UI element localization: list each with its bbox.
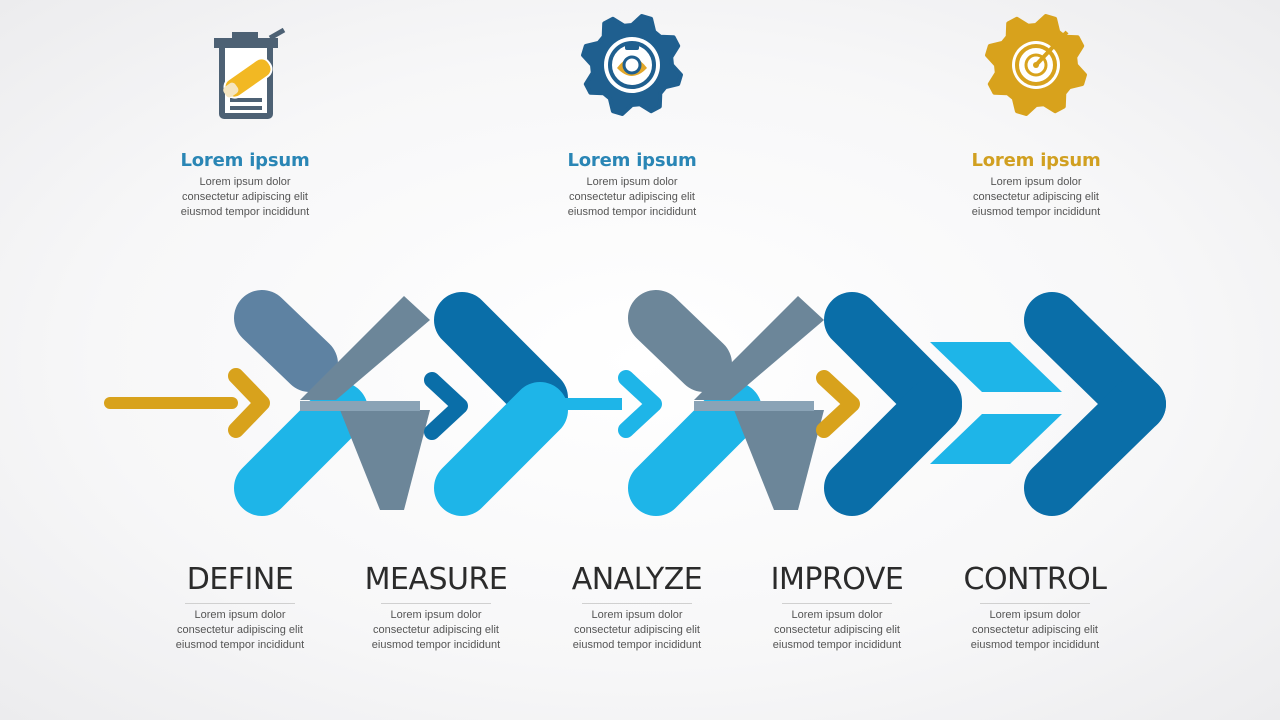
parallelogram-lower — [930, 414, 1062, 464]
stage-improve: IMPROVE Lorem ipsum dolor consectetur ad… — [737, 562, 937, 653]
stage-description: Lorem ipsum dolor consectetur adipiscing… — [935, 608, 1135, 653]
chevron-arm-upper — [234, 290, 338, 392]
lead-in-chevron — [228, 368, 270, 438]
description-line: consectetur adipiscing elit — [177, 624, 303, 636]
chevron-arm-upper — [628, 290, 732, 392]
description-line: eiusmod tempor incididunt — [970, 639, 1100, 651]
description-line: Lorem ipsum dolor — [990, 176, 1082, 188]
chevron-arm-lower — [234, 382, 368, 516]
diamond-shape — [340, 410, 430, 510]
gear-magnifier-icon — [581, 14, 683, 116]
top-item-1: Lorem ipsum Lorem ipsum dolor consectetu… — [125, 10, 365, 220]
description-line: eiusmod tempor incididunt — [371, 639, 501, 651]
description-line: eiusmod tempor incididunt — [180, 206, 310, 218]
clipboard-pencil-icon — [214, 27, 286, 119]
description-line: Lorem ipsum dolor — [390, 609, 482, 621]
inner-chevron — [424, 372, 468, 440]
stage-label: MEASURE — [364, 562, 508, 597]
divider — [582, 603, 692, 604]
top-item-title: Lorem ipsum — [180, 150, 310, 171]
description-line: consectetur adipiscing elit — [973, 191, 1099, 203]
description-line: eiusmod tempor incididunt — [971, 206, 1101, 218]
stage-measure: MEASURE Lorem ipsum dolor consectetur ad… — [336, 562, 536, 653]
final-chevron-lower — [1024, 376, 1166, 516]
description-line: consectetur adipiscing elit — [774, 624, 900, 636]
description-line: consectetur adipiscing elit — [574, 624, 700, 636]
stage-description: Lorem ipsum dolor consectetur adipiscing… — [140, 608, 340, 653]
chevron-arm-lower — [434, 382, 568, 516]
description-line: Lorem ipsum dolor — [591, 609, 683, 621]
description-line: consectetur adipiscing elit — [972, 624, 1098, 636]
description-line: Lorem ipsum dolor — [989, 609, 1081, 621]
description-line: Lorem ipsum dolor — [586, 176, 678, 188]
top-item-3: Lorem ipsum Lorem ipsum dolor consectetu… — [916, 10, 1156, 220]
diamond-shape — [734, 410, 824, 510]
parallelogram-upper — [930, 342, 1062, 392]
divider — [980, 603, 1090, 604]
description-line: eiusmod tempor incididunt — [567, 206, 697, 218]
inner-chevron — [816, 370, 860, 438]
stage-description: Lorem ipsum dolor consectetur adipiscing… — [737, 608, 937, 653]
inner-chevron — [618, 370, 662, 438]
stage-label: IMPROVE — [770, 562, 904, 597]
top-item-description: Lorem ipsum dolor consectetur adipiscing… — [125, 175, 365, 220]
stage-description: Lorem ipsum dolor consectetur adipiscing… — [336, 608, 536, 653]
stage-label: ANALYZE — [571, 562, 703, 597]
diamond-shape — [300, 296, 430, 400]
chevron-arm-lower — [628, 382, 762, 516]
description-line: eiusmod tempor incididunt — [572, 639, 702, 651]
process-flow-arrows — [104, 290, 1166, 516]
description-line: Lorem ipsum dolor — [791, 609, 883, 621]
divider — [782, 603, 892, 604]
description-line: consectetur adipiscing elit — [373, 624, 499, 636]
top-item-2: Lorem ipsum Lorem ipsum dolor consectetu… — [512, 10, 752, 220]
stage-analyze: ANALYZE Lorem ipsum dolor consectetur ad… — [537, 562, 737, 653]
top-item-description: Lorem ipsum dolor consectetur adipiscing… — [916, 175, 1156, 220]
stage-label: CONTROL — [963, 562, 1108, 597]
description-line: consectetur adipiscing elit — [182, 191, 308, 203]
description-line: eiusmod tempor incididunt — [175, 639, 305, 651]
description-line: Lorem ipsum dolor — [199, 176, 291, 188]
chevron-arm-upper — [434, 292, 568, 426]
stage-define: DEFINE Lorem ipsum dolor consectetur adi… — [140, 562, 340, 653]
stage-label: DEFINE — [186, 562, 294, 597]
top-item-title: Lorem ipsum — [971, 150, 1101, 171]
top-item-description: Lorem ipsum dolor consectetur adipiscing… — [512, 175, 752, 220]
gear-target-icon — [985, 14, 1087, 116]
chevron-arm-lower — [824, 378, 962, 516]
stage-control: CONTROL Lorem ipsum dolor consectetur ad… — [935, 562, 1135, 653]
top-item-title: Lorem ipsum — [567, 150, 697, 171]
description-line: eiusmod tempor incididunt — [772, 639, 902, 651]
divider — [381, 603, 491, 604]
diamond-shape — [694, 296, 824, 400]
description-line: Lorem ipsum dolor — [194, 609, 286, 621]
divider — [185, 603, 295, 604]
stage-description: Lorem ipsum dolor consectetur adipiscing… — [537, 608, 737, 653]
description-line: consectetur adipiscing elit — [569, 191, 695, 203]
